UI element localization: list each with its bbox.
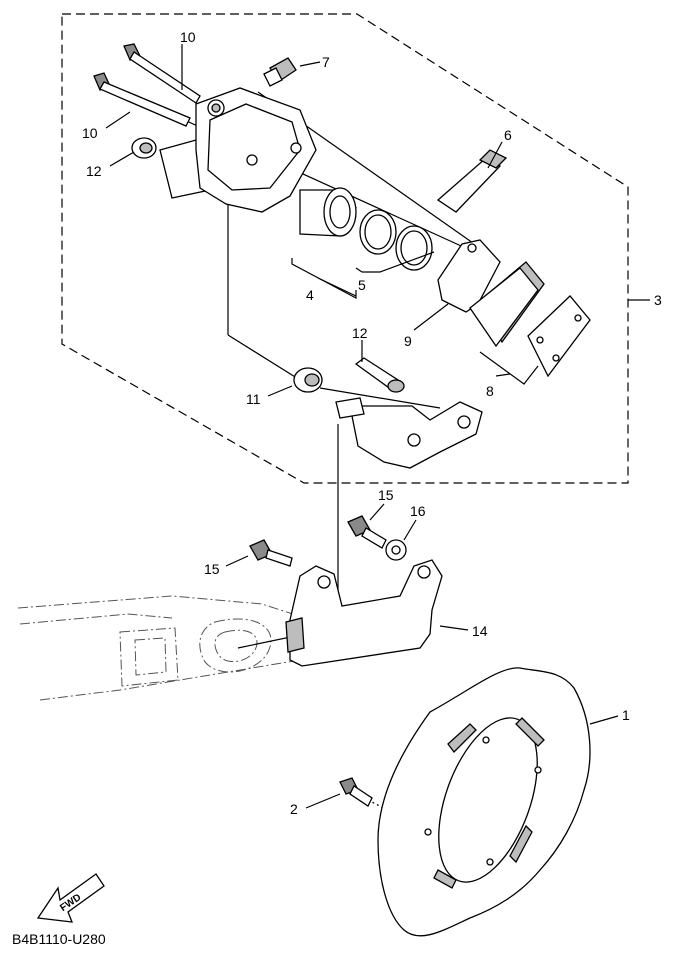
pad-spring: [436, 149, 508, 213]
part-label: 2: [290, 801, 298, 817]
caliper-assembly-boundary: [61, 13, 629, 484]
part-label: 15: [378, 487, 394, 503]
drawing-code: B4B1110-U280: [12, 931, 106, 947]
caliper-pin-bolt-upper: [123, 43, 201, 104]
part-label: 10: [180, 29, 196, 45]
bracket-bolt-left: [249, 539, 293, 567]
part-label: 11: [246, 391, 261, 407]
part-label: 15: [204, 561, 220, 577]
part-label: 7: [322, 54, 330, 70]
part-label: 1: [622, 707, 630, 723]
forward-direction-arrow: FWD: [36, 873, 105, 923]
caliper-pin-bolt-lower: [93, 72, 191, 127]
caliper-body: [159, 87, 317, 213]
caliper-mount-bracket: [335, 397, 483, 469]
label-leaders: [105, 44, 650, 809]
brake-disc: [377, 667, 591, 937]
caliper-pin: [354, 357, 405, 393]
part-label: 4: [306, 287, 314, 303]
disc-bolt: [339, 777, 373, 807]
bleed-screw: [263, 57, 297, 87]
washer: [385, 539, 407, 561]
part-label: 5: [358, 277, 366, 293]
part-label: 6: [504, 127, 512, 143]
bracket-bolt-right: [347, 515, 387, 549]
part-label: 12: [86, 163, 102, 179]
caliper-piston: [299, 187, 357, 237]
boot-seal: [131, 137, 157, 159]
part-label: 12: [352, 325, 368, 341]
part-label: 3: [654, 292, 662, 308]
piston-seal-kit: [359, 209, 433, 271]
part-label: 10: [82, 125, 98, 141]
part-label: 8: [486, 383, 494, 399]
part-label: 14: [472, 623, 488, 639]
swingarm-outline: [17, 595, 306, 701]
part-labels: 10 10 7 12 6 4 5 9 8 3 11 12 15 16 15 14…: [82, 29, 662, 817]
part-label: 16: [410, 503, 426, 519]
part-label: 9: [404, 333, 412, 349]
pad-support: [437, 239, 501, 313]
caliper-bracket: [285, 559, 443, 667]
brake-pad-kit: [469, 261, 591, 378]
support-bolt-boot: [293, 367, 323, 393]
